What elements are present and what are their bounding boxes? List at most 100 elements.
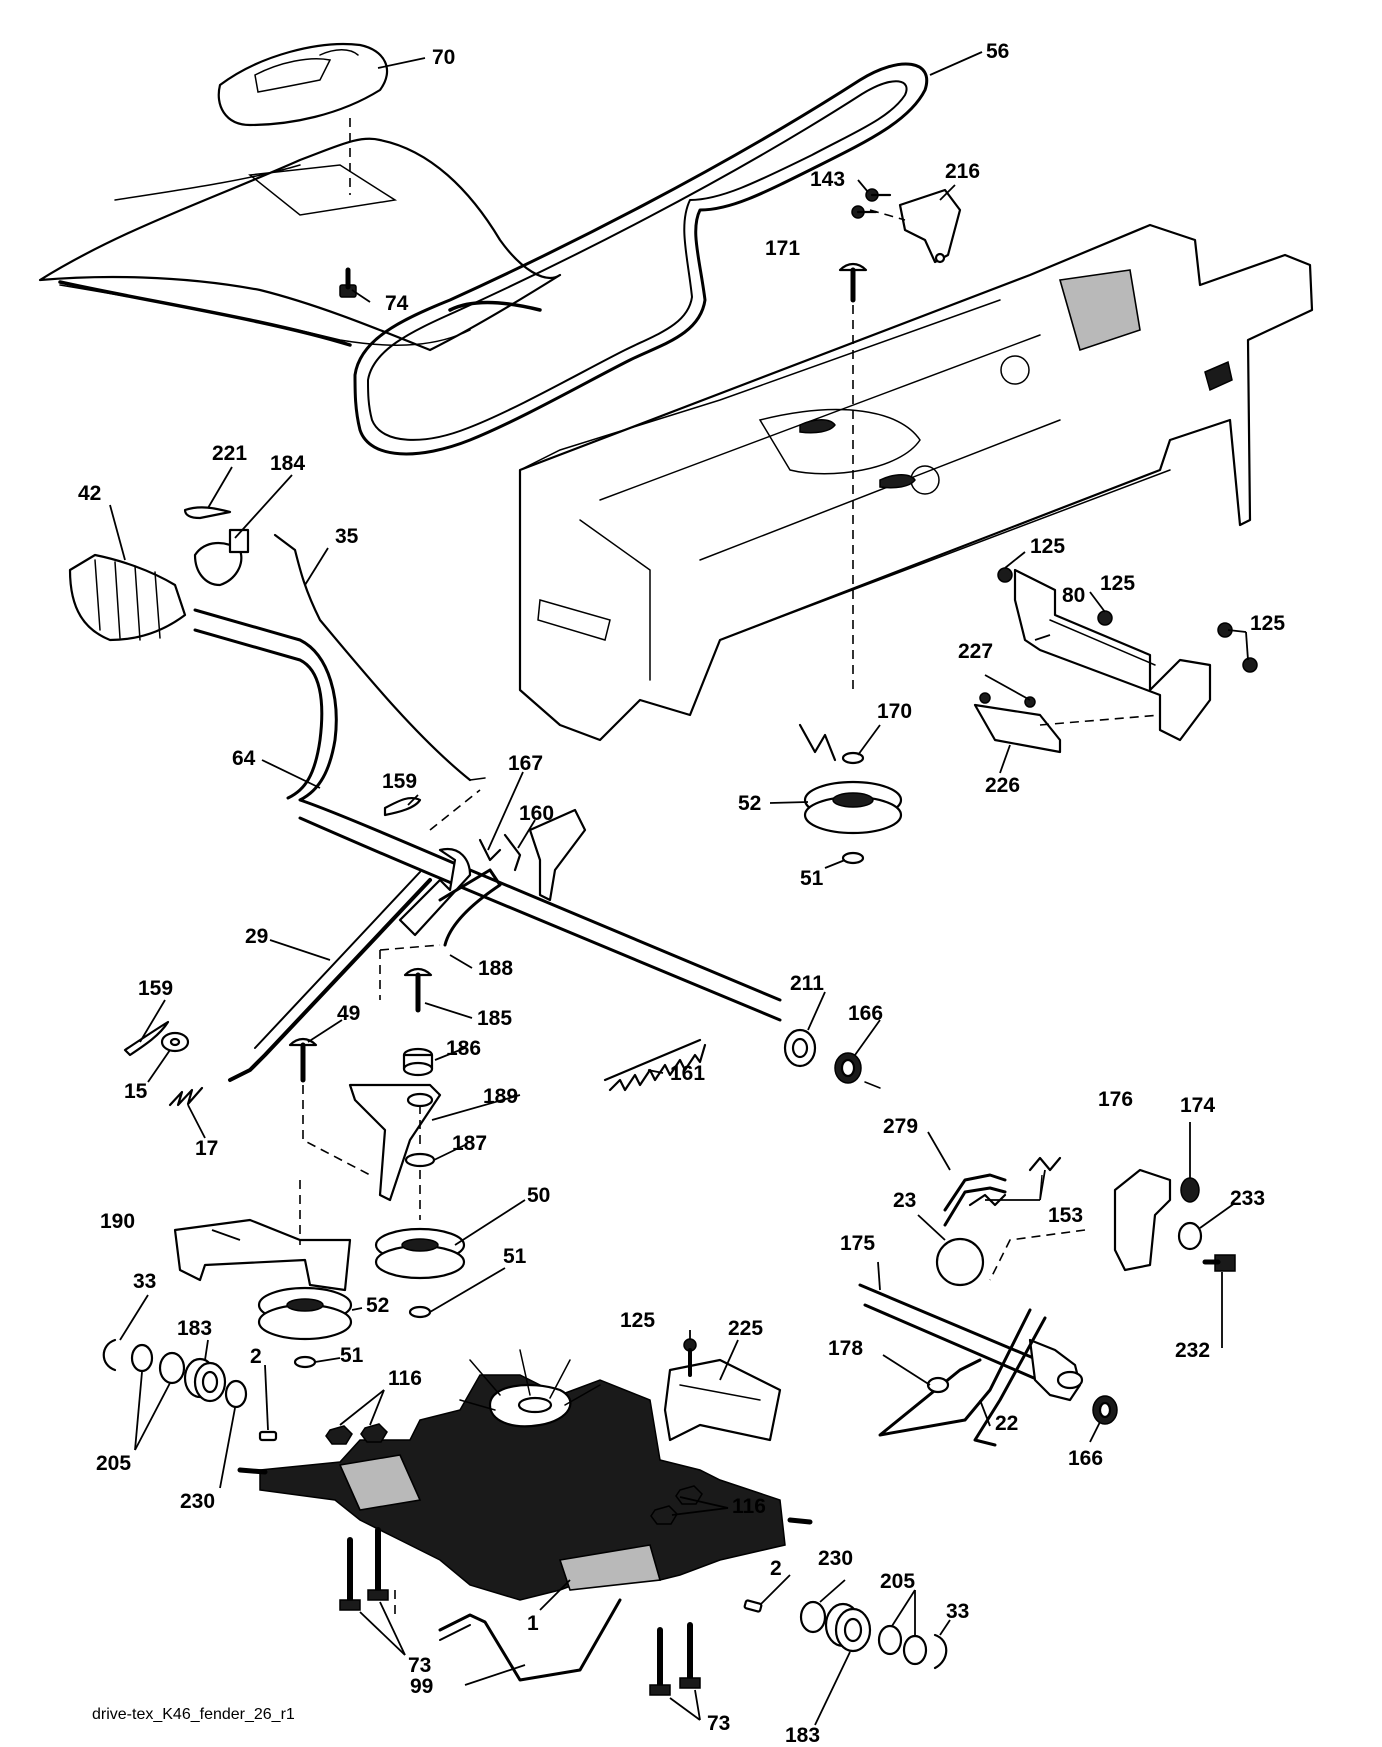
part-233-washer — [1177, 1221, 1203, 1251]
callout-33-b: 33 — [946, 1600, 969, 1623]
callout-1: 1 — [527, 1612, 539, 1635]
callout-56: 56 — [986, 40, 1009, 63]
callout-17: 17 — [195, 1137, 218, 1160]
callout-185: 185 — [477, 1007, 512, 1030]
callout-125-a: 125 — [1030, 535, 1065, 558]
callout-161: 161 — [670, 1062, 705, 1085]
part-49-bolt — [288, 1037, 371, 1176]
callout-116-b: 116 — [732, 1495, 766, 1518]
part-187-washer — [404, 1152, 436, 1220]
part-221-clip — [183, 506, 232, 520]
part-56-belt — [353, 62, 929, 456]
part-42-grip — [68, 553, 187, 642]
part-35-rod — [273, 533, 486, 782]
part-167-clip — [429, 789, 502, 862]
callout-232: 232 — [1175, 1339, 1210, 1362]
part-225-bracket — [663, 1358, 782, 1442]
callout-15: 15 — [124, 1080, 148, 1103]
part-171-bolt — [838, 262, 868, 690]
callout-73-b: 73 — [707, 1712, 730, 1735]
part-23-ring — [935, 1237, 985, 1287]
callout-190: 190 — [100, 1210, 135, 1233]
callout-171: 171 — [765, 237, 800, 260]
part-232-bolt — [1202, 1254, 1236, 1272]
callout-29: 29 — [245, 925, 268, 948]
part-22-pedal-frame — [878, 1308, 1084, 1447]
callout-186: 186 — [446, 1037, 481, 1060]
callout-176: 176 — [1098, 1088, 1133, 1111]
part-184-knob — [193, 528, 250, 587]
part-216-bracket — [869, 188, 962, 264]
callout-225: 225 — [728, 1317, 763, 1340]
callout-174: 174 — [1180, 1094, 1215, 1117]
callout-216: 216 — [945, 160, 980, 183]
callout-50: 50 — [527, 1184, 550, 1207]
part-17-spring — [168, 1086, 204, 1107]
lever-plate — [398, 808, 587, 937]
callout-51-a: 51 — [800, 867, 824, 890]
part-189-idler-arm — [348, 1083, 442, 1202]
callout-184: 184 — [270, 452, 305, 475]
part-73-bolts-right — [649, 1622, 701, 1696]
callout-279: 279 — [883, 1115, 918, 1138]
part-166-ring-lower — [1092, 1395, 1118, 1425]
callout-52-b: 52 — [366, 1294, 389, 1317]
part-159-pin-upper — [383, 796, 422, 817]
part-279-lever — [943, 1173, 1007, 1227]
part-188-rod — [438, 868, 502, 947]
callout-73-a: 73 — [408, 1654, 431, 1677]
part-15-washer — [160, 1031, 190, 1053]
callout-166-a: 166 — [848, 1002, 883, 1025]
callout-167: 167 — [508, 752, 543, 775]
part-160-spring — [503, 833, 522, 872]
part-186-spacer — [402, 1047, 434, 1077]
callout-183-a: 183 — [177, 1317, 212, 1340]
callout-221: 221 — [212, 442, 247, 465]
part-166-ring-upper — [834, 1052, 881, 1089]
part-190-bracket — [173, 1180, 352, 1292]
part-205-washers-left — [130, 1343, 186, 1385]
fender — [38, 137, 562, 352]
part-116-nuts-lower — [650, 1485, 703, 1525]
part-178-bushing — [926, 1376, 950, 1394]
callout-160: 160 — [519, 802, 554, 825]
callout-116-a: 116 — [388, 1367, 422, 1390]
callout-23: 23 — [893, 1189, 916, 1212]
callout-205-a: 205 — [96, 1452, 131, 1475]
part-2-key-right — [743, 1599, 763, 1613]
part-1-transaxle — [237, 1349, 813, 1620]
callout-35: 35 — [335, 525, 359, 548]
part-174-washer — [1180, 1177, 1200, 1203]
part-143-screws — [851, 188, 892, 219]
callout-233: 233 — [1230, 1187, 1265, 1210]
part-159-pin-lower — [123, 1020, 170, 1057]
part-116-nuts-upper — [325, 1423, 388, 1445]
part-73-bolts-left — [339, 1527, 389, 1611]
part-170-spring — [798, 723, 865, 765]
callout-205-b: 205 — [880, 1570, 915, 1593]
part-125-screws — [997, 567, 1258, 673]
callout-49: 49 — [337, 1002, 360, 1025]
callout-230-a: 230 — [180, 1490, 215, 1513]
callout-99: 99 — [410, 1675, 433, 1698]
callout-2-b: 2 — [770, 1557, 782, 1580]
callout-51-c: 51 — [340, 1344, 364, 1367]
callout-227: 227 — [958, 640, 993, 663]
part-70-cover — [217, 42, 389, 195]
callout-42: 42 — [78, 482, 101, 505]
part-153-clips — [968, 1156, 1062, 1207]
callout-188: 188 — [478, 957, 513, 980]
callouts: 70 56 74 143 216 171 221 184 42 35 125 1… — [78, 40, 1285, 1747]
part-33-clip-right — [933, 1633, 948, 1670]
part-99-rod — [438, 1598, 622, 1682]
part-205-washers-right — [877, 1624, 928, 1666]
part-211-bushing — [783, 1028, 817, 1068]
callout-187: 187 — [452, 1132, 487, 1155]
callout-125-b: 125 — [1100, 572, 1135, 595]
part-50-pulley — [374, 1227, 466, 1319]
callout-230-b: 230 — [818, 1547, 853, 1570]
diagram-caption: drive-tex_K46_fender_26_r1 — [92, 1706, 295, 1723]
part-52-pulley-lower — [257, 1286, 353, 1369]
part-226-plate — [973, 703, 1161, 754]
